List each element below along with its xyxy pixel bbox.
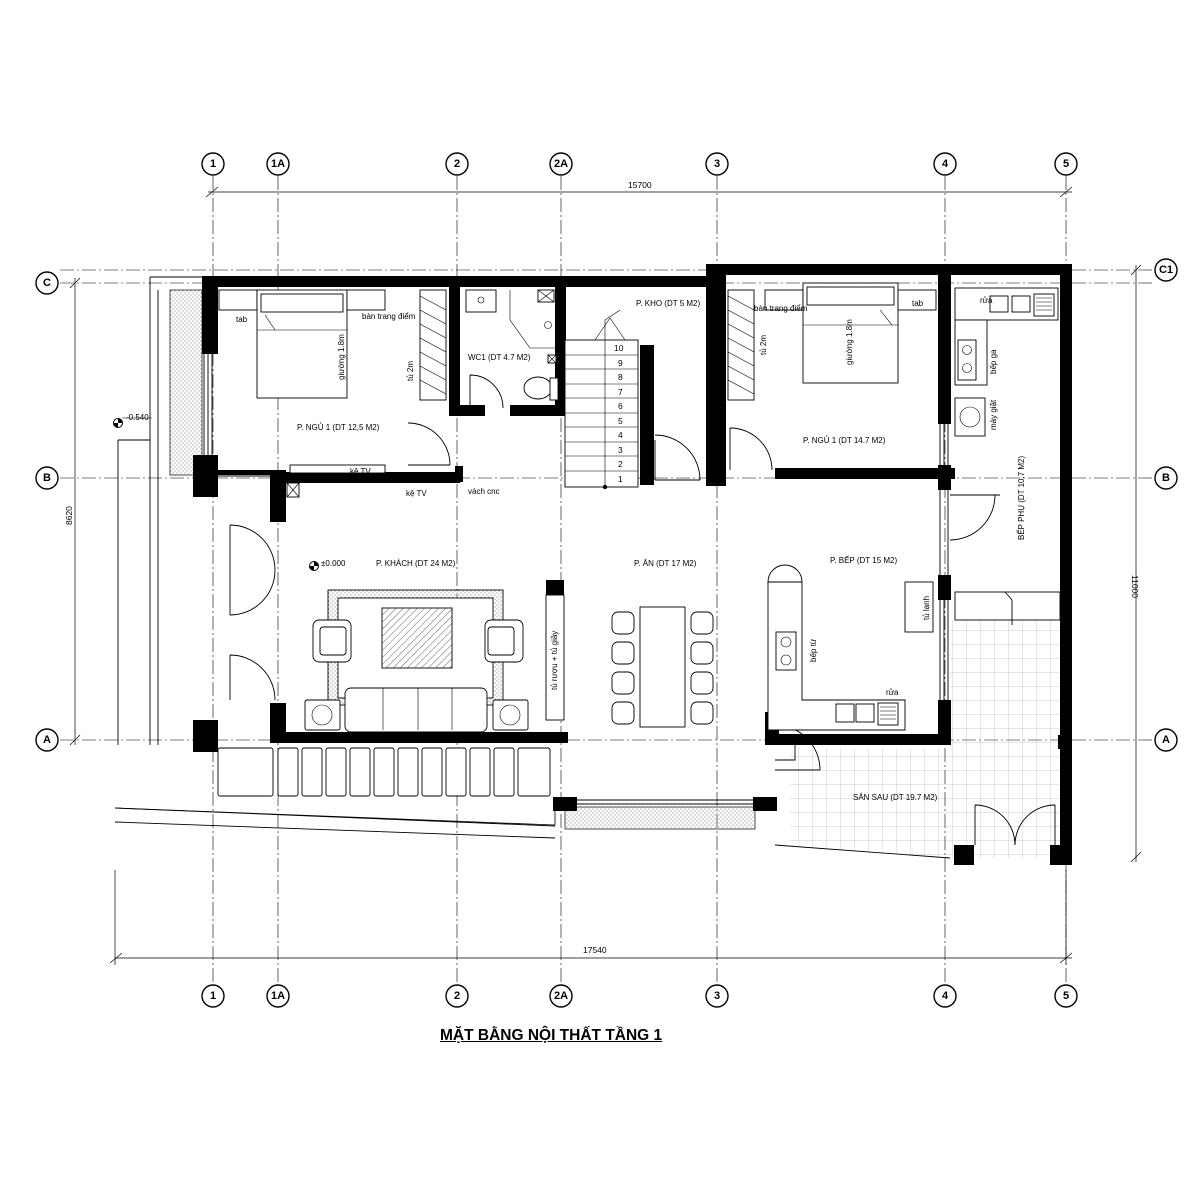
cnc-partition-label: vách cnc [468, 487, 500, 496]
stair-step-5: 5 [618, 416, 623, 426]
bedroom-left-furniture [218, 289, 447, 498]
grid-label-2-bottom: 2 [454, 990, 460, 1002]
tab-left-label: tab [236, 315, 248, 324]
grid-label-1-top: 1 [210, 158, 216, 170]
stair-step-1: 1 [618, 474, 623, 484]
grid-label-1a-bottom: 1A [271, 990, 285, 1002]
dimension-left: 8620 [64, 506, 74, 525]
staircase [564, 309, 639, 490]
grid-bubbles-bottom: 1 1A 2 2A 3 4 5 [201, 984, 1078, 1008]
gas-stove-label: bếp ga [989, 349, 998, 374]
dimension-top: 15700 [628, 180, 652, 190]
exterior-areas [114, 276, 1066, 859]
stair-step-10: 10 [614, 343, 624, 353]
room-bedroom-right-label: P. NGỦ 1 (DT 14.7 M2) [803, 436, 886, 445]
room-backyard-label: SÂN SAU (DT 19.7 M2) [853, 793, 938, 802]
grid-label-3-bottom: 3 [714, 990, 720, 1002]
grid-label-5-bottom: 5 [1063, 990, 1069, 1002]
grid-bubbles-rows: C C1 B B A A [35, 258, 1178, 752]
wardrobe-left-label: tủ 2m [406, 361, 415, 381]
tv-shelf-label: kệ TV [350, 467, 371, 476]
level-inside-label: ±0.000 [321, 559, 346, 568]
room-storage-label: P. KHO (DT 5 M2) [636, 299, 701, 308]
grid-label-a-left: A [43, 734, 51, 746]
room-bedroom-left-label: P. NGỦ 1 (DT 12,5 M2) [297, 423, 380, 432]
bed-right-label: giường 1.8m [845, 319, 854, 365]
stair-step-3: 3 [618, 445, 623, 455]
tab-right-label: tab [912, 299, 924, 308]
stair-step-4: 4 [618, 430, 623, 440]
fridge-label: tủ lạnh [922, 596, 931, 620]
level-markers [113, 417, 319, 571]
living-room-furniture [304, 589, 565, 733]
stair-step-8: 8 [618, 372, 623, 382]
stair-step-9: 9 [618, 358, 623, 368]
grid-label-2a-top: 2A [554, 158, 568, 170]
grid-bubbles-top: 1 1A 2 2A 3 4 5 [201, 152, 1078, 176]
tv-shelf-living-label: kệ TV [406, 489, 427, 498]
stair-step-2: 2 [618, 459, 623, 469]
room-kitchen-label: P. BẾP (DT 15 M2) [830, 555, 897, 565]
dimension-lines [69, 186, 1142, 965]
side-kitchen-fixtures [954, 287, 1061, 625]
room-dining-label: P. ĂN (DT 17 M2) [634, 559, 697, 568]
grid-label-4-bottom: 4 [942, 990, 949, 1002]
grid-label-3-top: 3 [714, 158, 720, 170]
grid-label-b-left: B [43, 472, 51, 484]
room-wc-label: WC1 (DT 4.7 M2) [468, 353, 531, 362]
grid-label-1-bottom: 1 [210, 990, 216, 1002]
level-outside-label: -0.540 [126, 413, 149, 422]
washer-label: máy giặt [989, 399, 998, 430]
vanity-right-label: bàn trang điểm [754, 304, 808, 313]
kitchen-sink-label: rửa [886, 688, 899, 697]
room-living-label: P. KHÁCH (DT 24 M2) [376, 559, 456, 568]
room-side-kitchen-label: BẾP PHỤ (DT 10.7 M2) [1016, 455, 1026, 540]
dining-furniture [611, 606, 714, 728]
wardrobe-right-label: tủ 2m [759, 335, 768, 355]
grid-label-2-top: 2 [454, 158, 460, 170]
dimension-bottom: 17540 [583, 945, 607, 955]
kitchen-furniture [767, 564, 934, 731]
bed-left-label: giường 1.8m [337, 334, 346, 380]
side-sink-label: rửa [980, 296, 993, 305]
vanity-left-label: bàn trang điểm [362, 312, 416, 321]
grid-label-5-top: 5 [1063, 158, 1069, 170]
grid-label-b-right: B [1162, 472, 1170, 484]
bedroom-right-furniture [727, 282, 937, 401]
wine-cabinet-label: tủ rượu + tủ giầy [550, 631, 559, 690]
wc-fixtures [465, 289, 559, 401]
drawing-title: MẶT BẰNG NỘI THẤT TẦNG 1 [440, 1027, 663, 1044]
front-steps [217, 747, 551, 797]
induction-hob-label: bếp từ [809, 638, 818, 662]
dimension-right: 11000 [1130, 575, 1140, 598]
stair-step-6: 6 [618, 401, 623, 411]
grid-label-1a-top: 1A [271, 158, 285, 170]
grid-label-c1: C1 [1159, 264, 1173, 276]
grid-label-a-right: A [1162, 734, 1170, 746]
grid-label-2a-bottom: 2A [554, 990, 568, 1002]
windows [203, 354, 949, 805]
stair-step-7: 7 [618, 387, 623, 397]
grid-label-c: C [43, 277, 51, 289]
grid-label-4-top: 4 [942, 158, 949, 170]
